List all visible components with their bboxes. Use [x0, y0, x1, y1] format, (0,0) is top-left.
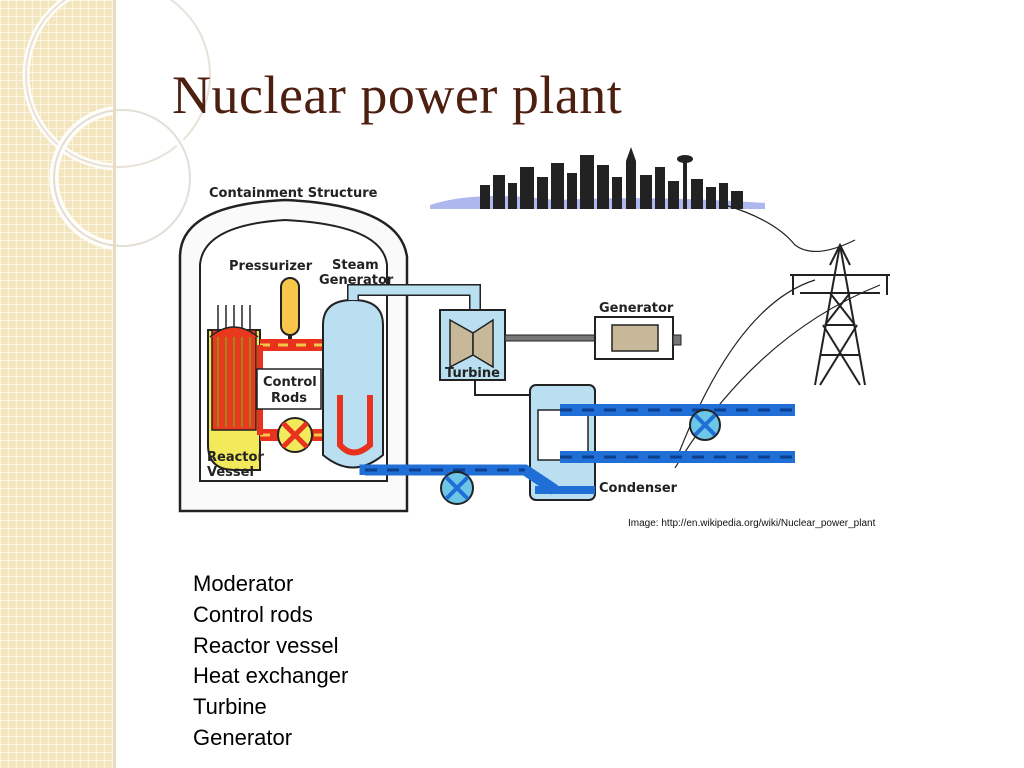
- svg-text:Control: Control: [263, 375, 317, 390]
- feedwater-pump: [440, 471, 474, 505]
- svg-text:Reactor: Reactor: [207, 450, 264, 465]
- svg-text:Condenser: Condenser: [599, 481, 678, 496]
- term-list: Moderator Control rods Reactor vessel He…: [193, 569, 348, 754]
- city-skyline: [430, 147, 765, 209]
- cooling-pump: [689, 409, 721, 441]
- nuclear-plant-diagram: Containment Structure Pressurizer Reacto…: [178, 147, 890, 513]
- transmission-tower: [790, 242, 890, 386]
- decorative-circles: [22, 0, 214, 251]
- reactor-vessel: Reactor Vessel: [207, 305, 264, 480]
- condenser: Condenser: [474, 380, 678, 501]
- svg-text:Vessel: Vessel: [207, 465, 254, 480]
- svg-text:Steam: Steam: [332, 258, 379, 273]
- feedwater-loop: [359, 464, 559, 495]
- control-rods-label-box: [256, 368, 322, 410]
- band-edge-line: [113, 0, 116, 768]
- term-item-turbine: Turbine: [193, 694, 267, 720]
- term-item-control-rods: Control rods: [193, 601, 313, 627]
- svg-text:Containment Structure: Containment Structure: [209, 186, 378, 201]
- image-credit: Image: http://en.wikipedia.org/wiki/Nucl…: [628, 518, 876, 529]
- cooling-water-loop: [560, 404, 795, 463]
- svg-text:Pressurizer: Pressurizer: [229, 259, 313, 274]
- svg-text:Generator: Generator: [599, 301, 674, 316]
- pressurizer: Pressurizer: [229, 259, 313, 347]
- term-item-generator: Generator: [193, 724, 293, 750]
- primary-pump: [277, 417, 313, 453]
- steam-line: [347, 284, 481, 310]
- slide-title: Nuclear power plant: [172, 65, 623, 125]
- turbine: Turbine: [439, 309, 506, 381]
- svg-text:Rods: Rods: [271, 391, 307, 406]
- term-item-heat-exchanger: Heat exchanger: [193, 663, 349, 689]
- term-item-reactor-vessel: Reactor vessel: [193, 632, 339, 658]
- term-item-moderator: Moderator: [193, 571, 294, 596]
- generator: Generator: [504, 301, 682, 360]
- svg-text:Turbine: Turbine: [445, 366, 500, 381]
- decorative-band: [0, 0, 113, 768]
